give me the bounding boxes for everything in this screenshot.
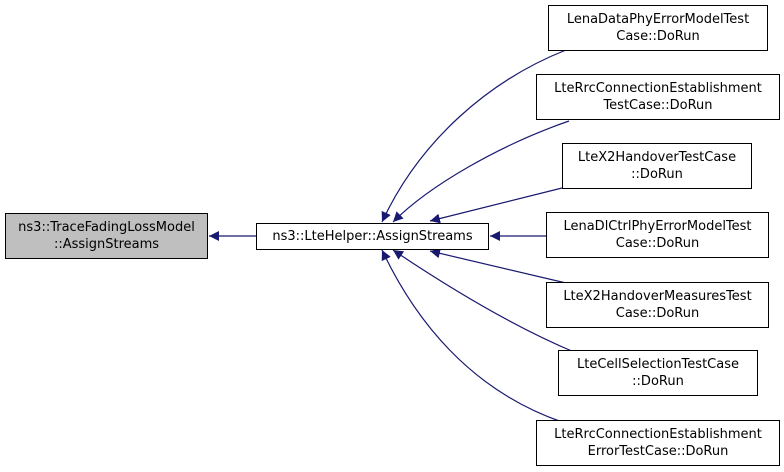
edge-caller7-to-middle: [381, 249, 563, 423]
edge-caller2-to-middle: [392, 120, 570, 223]
caller-node-5[interactable]: LteX2HandoverMeasuresTest Case::DoRun: [546, 282, 769, 328]
caller-node-7-line1: LteRrcConnectionEstablishment: [554, 427, 762, 442]
target-node: ns3::TraceFadingLossModel ::AssignStream…: [5, 213, 208, 259]
caller-node-4[interactable]: LenaDlCtrlPhyErrorModelTest Case::DoRun: [546, 212, 769, 258]
caller-node-1[interactable]: LenaDataPhyErrorModelTest Case::DoRun: [548, 5, 768, 51]
caller-node-6-line1: LteCellSelectionTestCase: [577, 357, 739, 372]
caller-node-3-line1: LteX2HandoverTestCase: [577, 150, 737, 165]
caller-node-2-line2: TestCase::DoRun: [603, 98, 713, 113]
caller-node-2-line1: LteRrcConnectionEstablishment: [554, 81, 762, 96]
caller-node-3[interactable]: LteX2HandoverTestCase ::DoRun: [562, 143, 752, 189]
caller-node-7-line2: ErrorTestCase::DoRun: [587, 444, 729, 459]
caller-node-7[interactable]: LteRrcConnectionEstablishment ErrorTestC…: [536, 420, 780, 466]
lte-helper-node-label: ns3::LteHelper::AssignStreams: [272, 229, 473, 244]
target-node-line1: ns3::TraceFadingLossModel: [18, 220, 195, 235]
caller-node-1-line1: LenaDataPhyErrorModelTest: [566, 12, 750, 27]
edge-caller3-to-middle: [429, 187, 563, 224]
caller-node-5-line1: LteX2HandoverMeasuresTest: [563, 289, 752, 304]
caller-node-5-line2: Case::DoRun: [615, 306, 700, 321]
target-node-line2: ::AssignStreams: [53, 237, 160, 252]
edge-caller1-to-middle: [381, 49, 567, 223]
caller-node-6[interactable]: LteCellSelectionTestCase ::DoRun: [558, 350, 758, 396]
edge-caller6-to-middle: [392, 249, 575, 353]
caller-node-3-line2: ::DoRun: [631, 167, 683, 182]
caller-node-1-line2: Case::DoRun: [616, 29, 700, 44]
caller-node-4-line1: LenaDlCtrlPhyErrorModelTest: [563, 219, 752, 234]
edge-caller5-to-middle: [429, 248, 567, 284]
caller-node-2[interactable]: LteRrcConnectionEstablishment TestCase::…: [536, 74, 780, 120]
lte-helper-node[interactable]: ns3::LteHelper::AssignStreams: [256, 223, 489, 250]
caller-node-4-line2: Case::DoRun: [615, 236, 700, 251]
caller-node-6-line2: ::DoRun: [632, 374, 684, 389]
